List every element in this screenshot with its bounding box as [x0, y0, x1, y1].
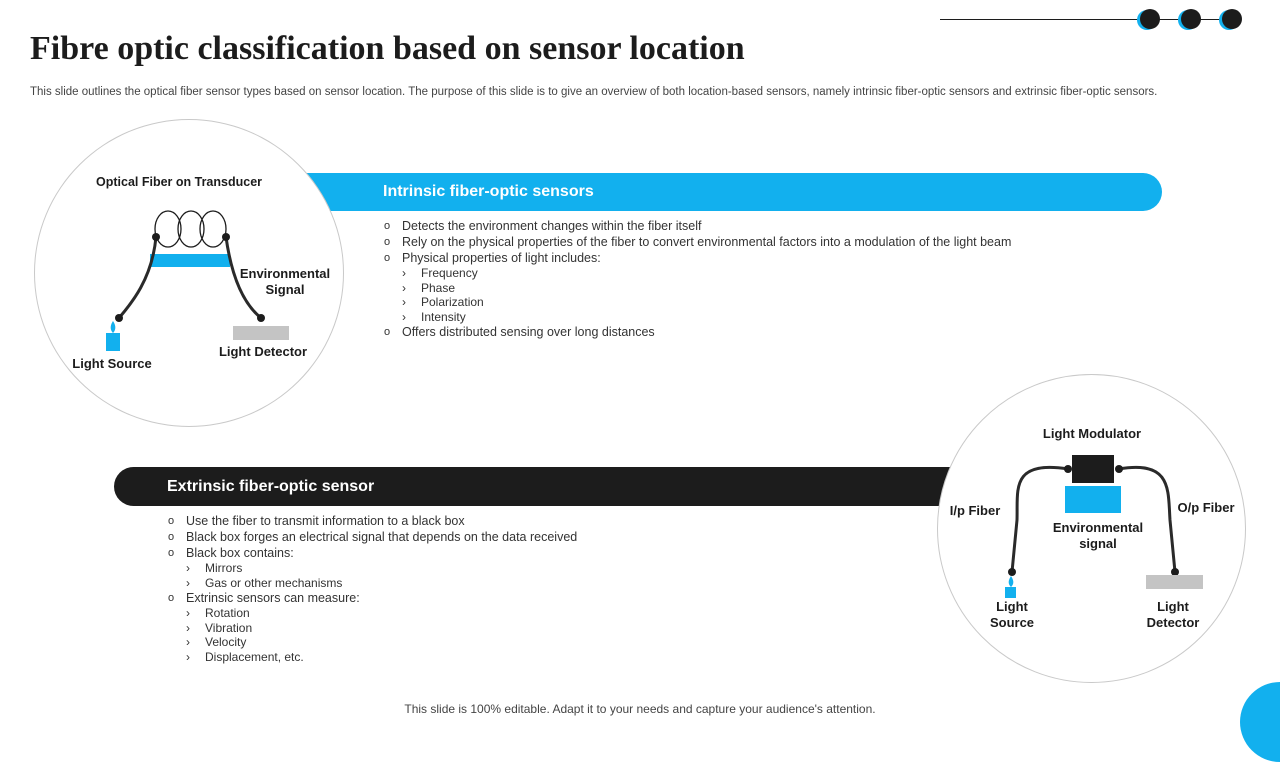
intrinsic-points: Detects the environment changes within t…	[384, 218, 1011, 340]
intrinsic-diagram-circle	[34, 119, 344, 427]
environmental-signal-label: Environmental Signal	[239, 266, 331, 297]
modulator-box	[1072, 455, 1114, 483]
output-fiber-label: O/p Fiber	[1177, 500, 1235, 515]
intrinsic-diagram-graphics	[106, 210, 289, 351]
sub-list-item: Displacement, etc.	[186, 650, 577, 665]
light-source-label: Light Source	[989, 599, 1035, 630]
signal-box	[1065, 486, 1121, 513]
decorative-dot	[1181, 9, 1201, 29]
light-detector-label: Light Detector	[218, 344, 308, 359]
sub-list-item: Rotation	[186, 606, 577, 621]
extrinsic-heading-band	[114, 467, 994, 506]
detector-plate	[1146, 575, 1203, 589]
detector-plate	[233, 326, 289, 340]
sub-list-item: Frequency	[402, 266, 1011, 281]
page-subtitle: This slide outlines the optical fiber se…	[30, 86, 1158, 98]
candle-icon	[106, 321, 120, 351]
environmental-signal-label: Environmental signal	[1052, 520, 1144, 551]
extrinsic-heading: Extrinsic fiber-optic sensor	[167, 478, 375, 495]
extrinsic-points: Use the fiber to transmit information to…	[168, 513, 577, 664]
transducer-bar	[150, 254, 230, 267]
candle-icon	[1005, 576, 1016, 598]
intrinsic-heading: Intrinsic fiber-optic sensors	[383, 183, 594, 200]
coil-icon	[154, 210, 227, 248]
intrinsic-heading-band	[300, 173, 1162, 211]
sub-list-item: Intensity	[402, 310, 1011, 325]
sub-list-item: Velocity	[186, 635, 577, 650]
list-item: Extrinsic sensors can measure:	[168, 590, 577, 606]
page-title: Fibre optic classification based on sens…	[30, 30, 745, 67]
sub-list-item: Polarization	[402, 295, 1011, 310]
output-fiber	[1118, 465, 1177, 573]
sub-list-item: Vibration	[186, 621, 577, 636]
input-fiber-label: I/p Fiber	[949, 503, 1001, 518]
list-item: Detects the environment changes within t…	[384, 218, 1011, 234]
list-item: Black box contains:	[168, 545, 577, 561]
input-fiber	[117, 236, 158, 319]
extrinsic-diagram-circle	[937, 374, 1246, 683]
light-modulator-label: Light Modulator	[1042, 426, 1142, 441]
sub-list-item: Phase	[402, 281, 1011, 296]
decorative-dot	[1222, 9, 1242, 29]
decorative-corner-circle	[1240, 682, 1280, 762]
input-fiber	[1010, 465, 1069, 573]
footer-note: This slide is 100% editable. Adapt it to…	[404, 702, 876, 716]
transducer-title: Optical Fiber on Transducer	[96, 175, 263, 189]
sub-list-item: Mirrors	[186, 561, 577, 576]
list-item: Black box forges an electrical signal th…	[168, 529, 577, 545]
decorative-line	[940, 19, 1240, 20]
output-fiber	[224, 236, 262, 320]
light-source-label: Light Source	[72, 356, 152, 371]
list-item: Rely on the physical properties of the f…	[384, 234, 1011, 250]
list-item: Physical properties of light includes:	[384, 250, 1011, 266]
sub-list-item: Gas or other mechanisms	[186, 576, 577, 591]
list-item: Use the fiber to transmit information to…	[168, 513, 577, 529]
light-detector-label: Light Detector	[1146, 599, 1200, 630]
list-item: Offers distributed sensing over long dis…	[384, 324, 1011, 340]
extrinsic-diagram-graphics	[1005, 455, 1203, 598]
decorative-dot	[1140, 9, 1160, 29]
